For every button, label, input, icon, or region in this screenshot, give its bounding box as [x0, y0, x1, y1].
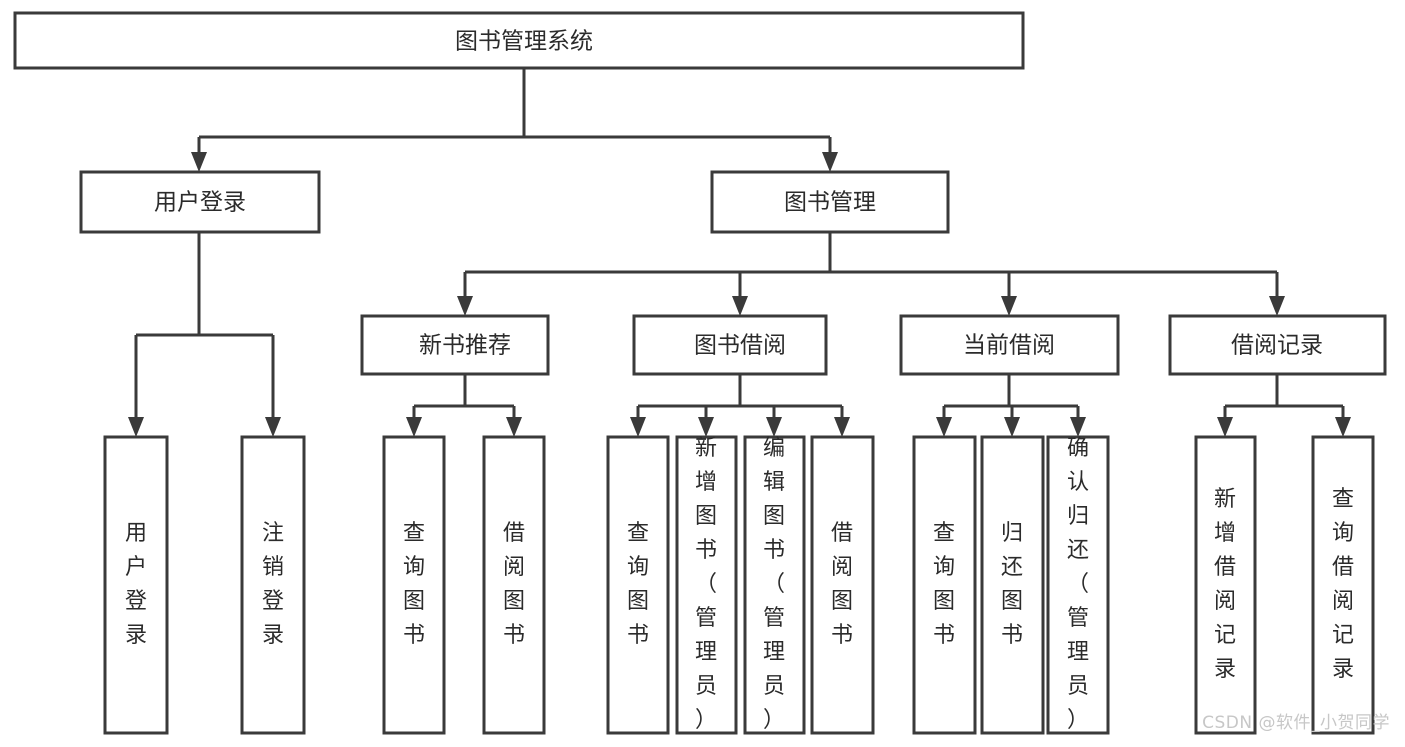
node-current-borrow-box[interactable]: [899, 314, 1120, 376]
node-leaf-query-book-3-box[interactable]: [912, 435, 977, 735]
node-leaf-borrow-book-2-box[interactable]: [810, 435, 875, 735]
node-leaf-query-book-1-box[interactable]: [382, 435, 446, 735]
arrow-icon-leaf-borrow-book-2: [834, 417, 850, 437]
node-user-login[interactable]: 用户登录: [79, 170, 321, 234]
node-current-borrow[interactable]: 当前借阅: [899, 314, 1120, 376]
arrow-icon-to-new-book-recommend: [457, 296, 473, 316]
node-leaf-user-login[interactable]: 用户登录: [103, 435, 169, 735]
node-leaf-query-book-3-label: 查询图书: [933, 521, 955, 648]
node-leaf-return-book[interactable]: 归还图书: [980, 435, 1045, 735]
node-leaf-edit-book-label: 编辑图书（管理员）: [763, 436, 785, 733]
node-leaf-query-record-box[interactable]: [1311, 435, 1375, 735]
node-leaf-logout-label: 注销登录: [262, 521, 284, 648]
node-leaf-return-book-label: 归还图书: [1001, 521, 1023, 648]
node-leaf-confirm-return-label: 确认归还（管理员）: [1067, 436, 1089, 733]
arrow-icon-to-user-login: [191, 152, 207, 172]
node-leaf-return-book-box[interactable]: [980, 435, 1045, 735]
node-leaf-borrow-book-2-label: 借阅图书: [831, 521, 853, 648]
node-leaf-edit-book-box[interactable]: [743, 435, 806, 735]
node-leaf-query-book-1-label: 查询图书: [403, 521, 425, 648]
node-leaf-add-book[interactable]: 新增图书（管理员）: [675, 435, 738, 735]
arrow-icon-leaf-return-book: [1004, 417, 1020, 437]
node-borrow-record-label: 借阅记录: [1231, 333, 1323, 359]
node-leaf-borrow-book-1-box[interactable]: [482, 435, 546, 735]
node-new-book-recommend[interactable]: 新书推荐: [360, 314, 550, 376]
node-new-book-recommend-box[interactable]: [360, 314, 550, 376]
node-leaf-confirm-return-box[interactable]: [1046, 435, 1110, 735]
node-leaf-query-book-1[interactable]: 查询图书: [382, 435, 446, 735]
node-leaf-confirm-return[interactable]: 确认归还（管理员）: [1046, 435, 1110, 735]
node-current-borrow-label: 当前借阅: [963, 333, 1055, 359]
node-leaf-query-book-2[interactable]: 查询图书: [606, 435, 670, 735]
node-leaf-query-book-2-label: 查询图书: [627, 521, 649, 648]
node-book-manage[interactable]: 图书管理: [710, 170, 950, 234]
arrow-icon-leaf-query-book-3: [936, 417, 952, 437]
arrow-icon-leaf-borrow-book-1: [506, 417, 522, 437]
node-leaf-add-book-box[interactable]: [675, 435, 738, 735]
node-book-manage-box[interactable]: [710, 170, 950, 234]
node-book-borrow[interactable]: 图书借阅: [632, 314, 828, 376]
node-leaf-query-record-label: 查询借阅记录: [1332, 487, 1354, 682]
node-borrow-record[interactable]: 借阅记录: [1168, 314, 1387, 376]
arrow-icon-to-current-borrow: [1001, 296, 1017, 316]
node-leaf-user-login-label: 用户登录: [125, 521, 147, 648]
node-leaf-query-book-2-box[interactable]: [606, 435, 670, 735]
arrow-icon-leaf-add-book: [698, 417, 714, 437]
node-leaf-logout[interactable]: 注销登录: [240, 435, 306, 735]
node-borrow-record-box[interactable]: [1168, 314, 1387, 376]
node-leaf-add-record-label: 新增借阅记录: [1214, 487, 1236, 682]
node-leaf-add-book-label: 新增图书（管理员）: [695, 436, 717, 733]
node-new-book-recommend-label: 新书推荐: [419, 333, 511, 359]
arrow-icon-leaf-query-book-2: [630, 417, 646, 437]
arrow-icon-to-book-manage: [822, 152, 838, 172]
node-leaf-edit-book[interactable]: 编辑图书（管理员）: [743, 435, 806, 735]
node-root-box[interactable]: [13, 11, 1025, 70]
arrow-icon-to-book-borrow: [732, 296, 748, 316]
node-leaf-logout-box[interactable]: [240, 435, 306, 735]
node-leaf-borrow-book-1[interactable]: 借阅图书: [482, 435, 546, 735]
node-leaf-add-record[interactable]: 新增借阅记录: [1194, 435, 1257, 735]
node-leaf-add-record-box[interactable]: [1194, 435, 1257, 735]
arrow-icon-to-borrow-record: [1269, 296, 1285, 316]
arrow-icon-leaf-confirm-return: [1070, 417, 1086, 437]
node-leaf-query-record[interactable]: 查询借阅记录: [1311, 435, 1375, 735]
node-book-manage-label: 图书管理: [784, 190, 876, 216]
csdn-watermark: CSDN @软件_小贺同学: [1202, 713, 1390, 733]
node-user-login-box[interactable]: [79, 170, 321, 234]
node-root[interactable]: 图书管理系统: [13, 11, 1025, 70]
node-leaf-borrow-book-1-label: 借阅图书: [503, 521, 525, 648]
arrow-icon-leaf-user-login: [128, 417, 144, 437]
node-leaf-query-book-3[interactable]: 查询图书: [912, 435, 977, 735]
arrow-icon-leaf-add-record: [1217, 417, 1233, 437]
arrow-icon-leaf-edit-book: [766, 417, 782, 437]
node-leaf-borrow-book-2[interactable]: 借阅图书: [810, 435, 875, 735]
node-book-borrow-label: 图书借阅: [694, 333, 786, 359]
node-user-login-label: 用户登录: [154, 190, 246, 216]
arrow-icon-leaf-query-book-1: [406, 417, 422, 437]
connector-layer: [128, 68, 1351, 437]
arrow-icon-leaf-query-record: [1335, 417, 1351, 437]
node-root-label: 图书管理系统: [455, 29, 593, 55]
node-leaf-user-login-box[interactable]: [103, 435, 169, 735]
arrow-icon-leaf-logout: [265, 417, 281, 437]
node-book-borrow-box[interactable]: [632, 314, 828, 376]
